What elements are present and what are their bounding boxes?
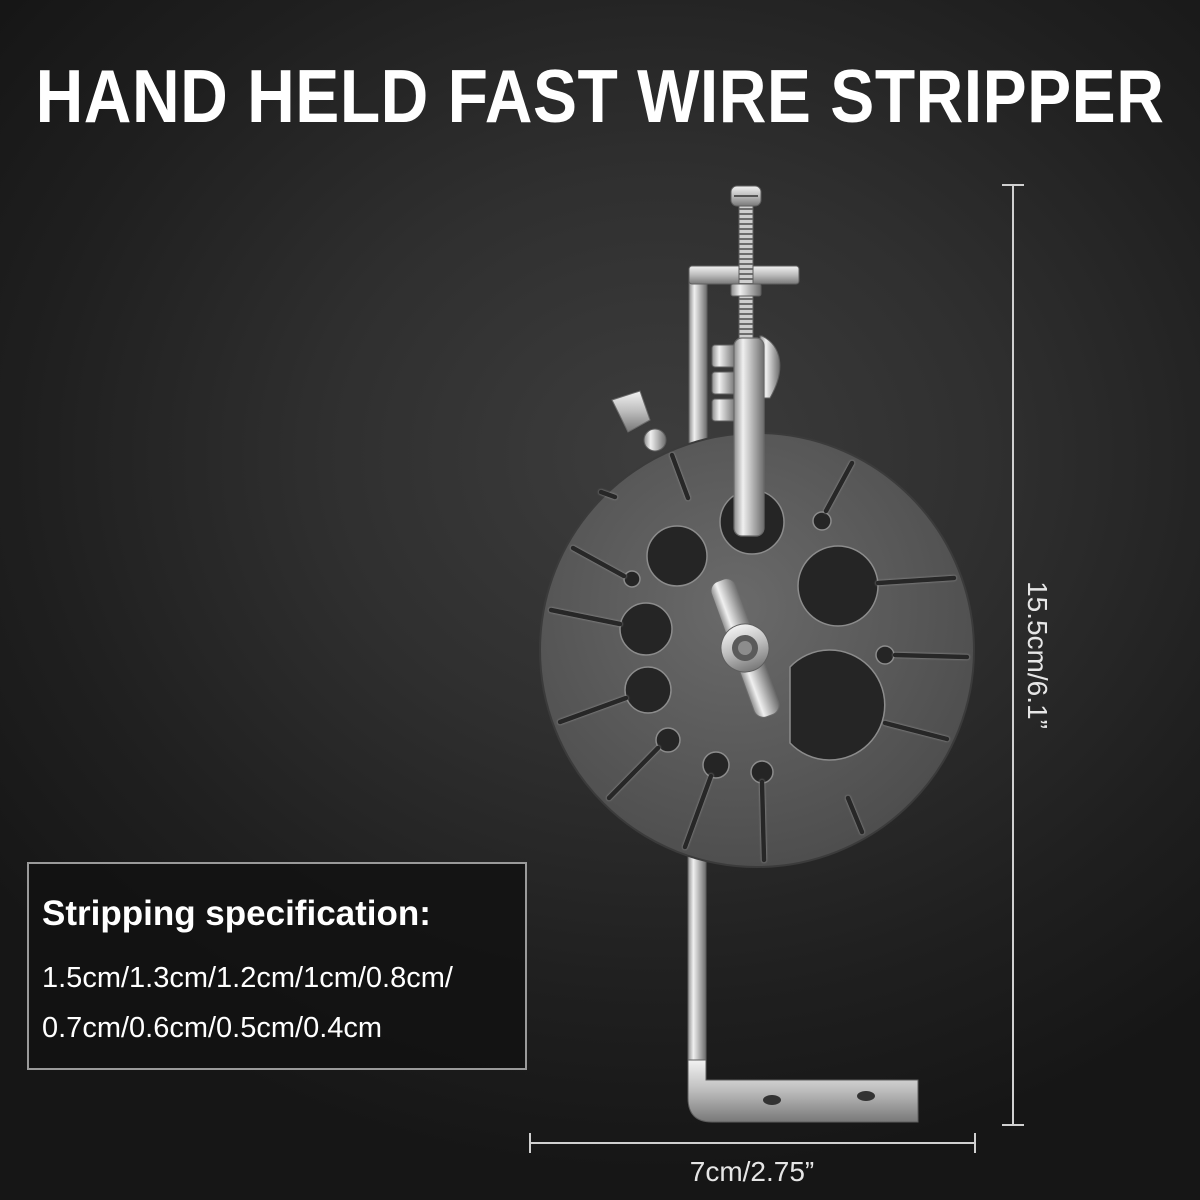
- hub-bolt-end: [738, 641, 752, 655]
- wheel-hole: [619, 602, 673, 656]
- wheel-hole: [812, 511, 832, 531]
- wheel-slots: [548, 452, 970, 863]
- wheel-slot: [882, 720, 950, 742]
- specification-box: Stripping specification: 1.5cm/1.3cm/1.2…: [27, 862, 527, 1070]
- frame-upright-bottom: [687, 849, 707, 1081]
- wing-nut-icon: [611, 390, 651, 433]
- height-dimension-label: 15.5cm/6.1”: [1022, 581, 1053, 729]
- clamp-nut: [711, 344, 737, 368]
- lock-nut: [730, 283, 762, 297]
- wheel-hole: [655, 727, 681, 753]
- foot-mounting-hole: [857, 1091, 875, 1101]
- clamp-nut: [711, 371, 737, 395]
- wheel-hole: [646, 525, 708, 587]
- wheel-hole: [875, 645, 895, 665]
- width-dimension-label: 7cm/2.75”: [689, 1156, 815, 1187]
- adjust-screw-shaft: [738, 204, 754, 341]
- wheel-slot: [570, 545, 627, 579]
- wheel-hole: [789, 649, 886, 761]
- wheel-slot: [845, 795, 865, 835]
- wing-nut-base: [643, 428, 667, 452]
- clamp-nut: [711, 398, 737, 422]
- wheel-slot: [606, 745, 661, 801]
- center-wing-bolt: [710, 578, 780, 718]
- specification-heading: Stripping specification:: [42, 894, 431, 933]
- wheel-slot: [598, 489, 618, 500]
- foot-mounting-hole: [763, 1095, 781, 1105]
- wheel-hole: [797, 545, 879, 627]
- wheel-slot: [875, 575, 957, 586]
- wheel-slot: [548, 607, 623, 627]
- specification-line: 1.5cm/1.3cm/1.2cm/1cm/0.8cm/: [42, 962, 453, 994]
- wheel-hole: [624, 666, 672, 714]
- specification-line: 0.7cm/0.6cm/0.5cm/0.4cm: [42, 1012, 383, 1044]
- wheel-slot: [682, 773, 714, 850]
- wheel-hole: [702, 751, 730, 779]
- wheel-slot: [823, 460, 855, 514]
- wheel-slot: [669, 452, 691, 501]
- mounting-foot: [687, 1059, 919, 1123]
- wheel-slot: [892, 652, 970, 660]
- wheel-hole: [623, 570, 641, 588]
- wheel-slot: [759, 779, 767, 863]
- page-title: HAND HELD FAST WIRE STRIPPER: [35, 53, 1165, 138]
- cutting-blade: [733, 337, 765, 537]
- width-dimension: [529, 1133, 976, 1153]
- height-dimension: [1002, 184, 1024, 1126]
- wheel-slot: [557, 695, 629, 725]
- wheel-hole: [750, 760, 774, 784]
